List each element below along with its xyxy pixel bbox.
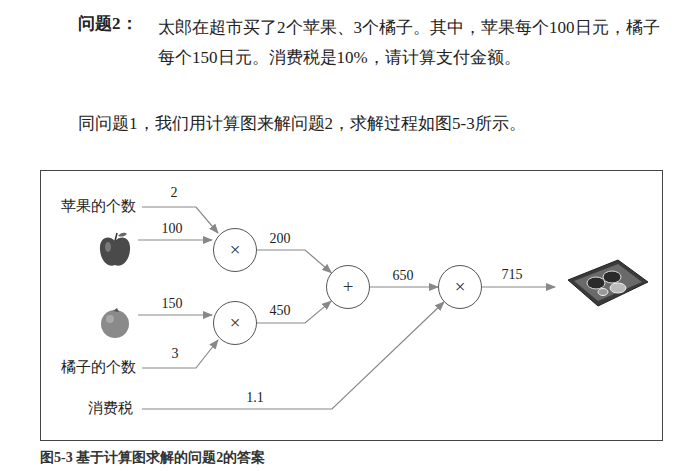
diagram-frame — [41, 171, 663, 441]
flow-arrow — [370, 286, 438, 287]
operator-symbol: × — [230, 312, 241, 334]
text-label: 100 — [162, 220, 183, 238]
edge-value: 450 — [270, 303, 291, 319]
orange-icon — [101, 308, 129, 338]
input-wire — [138, 239, 212, 240]
apple-icon — [100, 233, 130, 266]
operator-symbol: + — [343, 276, 354, 298]
edge-value: 200 — [270, 231, 291, 247]
operator-symbol: × — [455, 276, 466, 298]
input-wire — [138, 314, 212, 315]
input-wire — [142, 340, 218, 368]
text-label: 太郎在超市买了2个苹果、3个橘子。其中，苹果每个100日元，橘子每个150日元。… — [158, 13, 668, 73]
text-label: 消费税 — [88, 399, 133, 419]
operator-circle: + — [326, 265, 370, 309]
text-label: 3 — [172, 345, 179, 363]
output-wire — [482, 286, 555, 287]
text-label: 问题2： — [78, 13, 138, 35]
flow-arrow — [257, 301, 331, 323]
input-wire — [142, 302, 444, 409]
text-label: 同问题1，我们用计算图来解问题2，求解过程如图5-3所示。 — [78, 113, 526, 135]
figure-caption: 图5-3 基于计算图求解的问题2的答案 — [40, 449, 265, 467]
text-label: 715 — [502, 266, 523, 284]
operator-circle: × — [438, 265, 482, 309]
text-label: 苹果的个数 — [61, 197, 136, 217]
text-label: 1.1 — [246, 389, 264, 407]
tray-icon — [568, 260, 648, 306]
operator-circle: × — [213, 301, 257, 345]
operator-symbol: × — [230, 239, 241, 261]
text-label: 150 — [162, 295, 183, 313]
text-label: 2 — [171, 184, 178, 202]
operator-circle: × — [213, 228, 257, 272]
edge-value: 650 — [393, 268, 414, 284]
flow-arrow — [257, 250, 331, 273]
text-label: 橘子的个数 — [61, 358, 136, 378]
